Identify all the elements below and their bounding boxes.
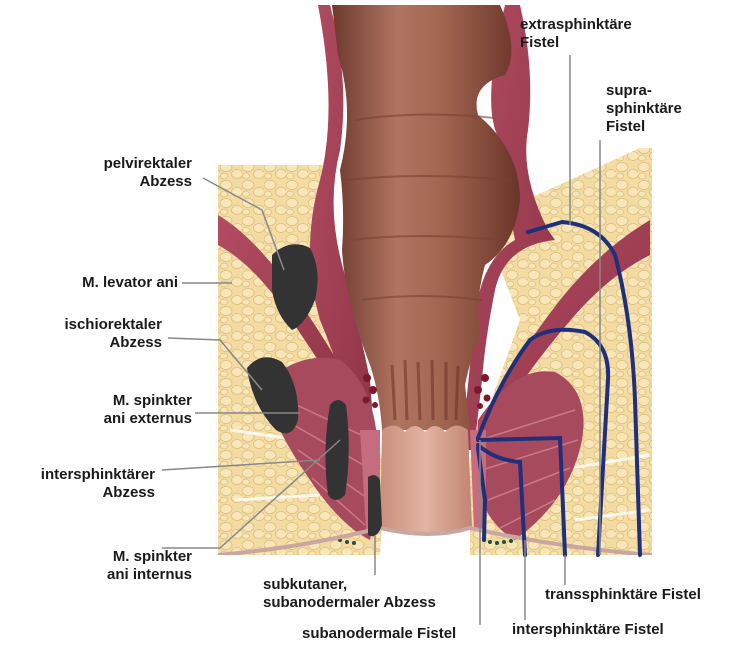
label-intersphinktaerer-abzess: intersphinktärer Abzess <box>5 466 155 502</box>
label-intersphinktaere-fistel: intersphinktäre Fistel <box>512 621 692 639</box>
label-extrasphinktaere-fistel: extrasphinktäre Fistel <box>520 16 660 52</box>
abscess-subcutaneous <box>368 475 382 536</box>
label-transsphinktaere-fistel: transsphinktäre Fistel <box>545 586 741 604</box>
label-subanodermale-fistel: subanodermale Fistel <box>302 625 482 643</box>
label-pelvirektaler-abzess: pelvirektaler Abzess <box>60 155 192 191</box>
label-ischiorektaler-abzess: ischiorektaler Abzess <box>20 316 162 352</box>
anal-canal <box>380 425 472 534</box>
label-suprasphinktaere-fistel: supra- sphinktäre Fistel <box>606 82 726 136</box>
label-sphincter-externus: M. spinkter ani externus <box>50 392 192 428</box>
label-sphincter-internus: M. spinkter ani internus <box>50 548 192 584</box>
label-levator-ani: M. levator ani <box>20 274 178 292</box>
label-subkutaner-abzess: subkutaner, subanodermaler Abzess <box>263 576 473 612</box>
